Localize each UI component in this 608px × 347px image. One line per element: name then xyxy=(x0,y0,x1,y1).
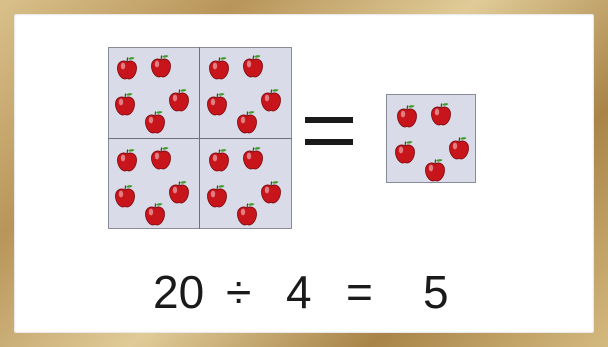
apple-icon xyxy=(168,180,190,204)
apple-icon xyxy=(168,88,190,112)
equals-operator: = xyxy=(346,266,373,318)
apple-icon xyxy=(242,54,264,78)
apple-icon xyxy=(116,56,138,80)
apple-icon xyxy=(430,102,452,126)
equals-sign-icon-top-bar xyxy=(305,117,353,123)
apple-icon xyxy=(114,184,136,208)
apple-icon xyxy=(236,110,258,134)
apple-icon xyxy=(260,88,282,112)
division-equation: 20 ÷ 4 = 5 xyxy=(0,262,608,322)
apple-icon xyxy=(394,140,416,164)
equals-sign-icon-bottom-bar xyxy=(305,139,353,145)
apple-icon xyxy=(242,146,264,170)
apple-icon xyxy=(448,136,470,160)
apple-icon xyxy=(236,202,258,226)
apple-icon xyxy=(116,148,138,172)
apple-icon xyxy=(260,180,282,204)
apple-icon xyxy=(208,56,230,80)
apple-icon xyxy=(144,110,166,134)
quotient: 5 xyxy=(423,266,449,318)
apple-icon xyxy=(114,92,136,116)
divisor: 4 xyxy=(286,266,312,318)
grid-divider-horizontal xyxy=(108,138,292,139)
apple-icon xyxy=(144,202,166,226)
apple-icon xyxy=(150,146,172,170)
apple-icon xyxy=(208,148,230,172)
apple-icon xyxy=(206,184,228,208)
apple-icon xyxy=(206,92,228,116)
dividend: 20 xyxy=(153,266,205,318)
apple-icon xyxy=(424,158,446,182)
divide-operator: ÷ xyxy=(226,266,252,318)
apple-icon xyxy=(396,104,418,128)
apple-icon xyxy=(150,54,172,78)
